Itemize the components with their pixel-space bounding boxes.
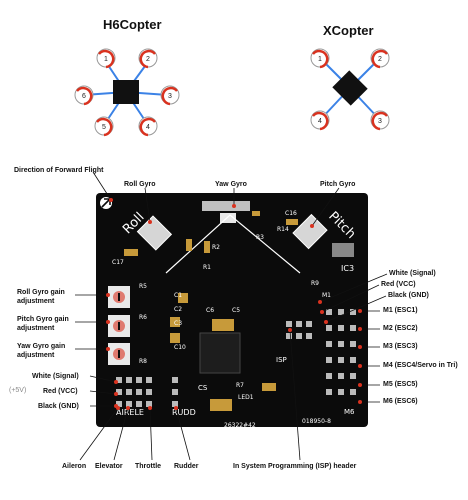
board-m1-text: M1 bbox=[322, 292, 331, 299]
left-white-label: White (Signal) bbox=[32, 373, 79, 380]
board-r14-text: R14 bbox=[277, 226, 289, 233]
h6-motor-2: 2 bbox=[146, 56, 150, 63]
board-code1-text: 26322#42 bbox=[224, 422, 256, 429]
board-r9-text: R9 bbox=[311, 280, 319, 287]
board-aileron-text: AIRELE bbox=[116, 408, 144, 417]
board-c1-text: C1 bbox=[174, 292, 183, 299]
board-ic3-text: IC3 bbox=[341, 264, 355, 273]
throttle-label: Throttle bbox=[135, 463, 162, 470]
roll-gyro-label: Roll Gyro bbox=[124, 181, 156, 188]
board-rudder-text: RUDD bbox=[172, 408, 196, 417]
h6copter-title: H6Copter bbox=[103, 17, 162, 32]
board-isp-text: ISP bbox=[276, 356, 287, 364]
board-c10-text: C10 bbox=[174, 344, 186, 351]
xcopter-diagram: 1 2 3 4 bbox=[310, 48, 390, 131]
board-r5-text: R5 bbox=[139, 283, 147, 290]
board-cs-text: CS bbox=[198, 384, 208, 392]
board-c3-text: C3 bbox=[174, 320, 183, 327]
h6-motor-6: 6 bbox=[82, 93, 86, 100]
h6-motor-5: 5 bbox=[102, 124, 106, 131]
board-r3-text: R3 bbox=[256, 234, 264, 241]
board-c16-text: C16 bbox=[285, 210, 297, 217]
right-red-label: Red (VCC) bbox=[381, 281, 416, 288]
xcopter-title: XCopter bbox=[323, 23, 374, 38]
board-r2-text: R2 bbox=[212, 244, 220, 251]
board-led1-text: LED1 bbox=[238, 394, 254, 401]
rudder-label: Rudder bbox=[174, 463, 199, 470]
h6copter-diagram: 1 2 3 4 5 6 bbox=[74, 48, 180, 137]
roll-gain-label-2: adjustment bbox=[17, 298, 55, 305]
x-motor-1: 1 bbox=[318, 56, 322, 63]
roll-gain-label-1: Roll Gyro gain bbox=[17, 289, 65, 296]
board-components bbox=[100, 197, 356, 411]
m2-label: M2 (ESC2) bbox=[383, 325, 418, 332]
board-c17-text: C17 bbox=[112, 259, 124, 266]
board-r8-text: R8 bbox=[139, 358, 147, 365]
aileron-label: Aileron bbox=[62, 463, 87, 470]
right-black-label: Black (GND) bbox=[388, 292, 429, 299]
plus5v-label: (+5V) bbox=[9, 387, 27, 394]
isp-header-label: In System Programming (ISP) header bbox=[233, 463, 357, 470]
m6-label: M6 (ESC6) bbox=[383, 398, 418, 405]
x-motor-3: 3 bbox=[378, 118, 382, 125]
m3-label: M3 (ESC3) bbox=[383, 343, 418, 350]
pitch-gain-label-1: Pitch Gyro gain bbox=[17, 316, 69, 323]
left-black-label: Black (GND) bbox=[38, 403, 79, 410]
h6-motor-4: 4 bbox=[146, 124, 150, 131]
m1-label: M1 (ESC1) bbox=[383, 307, 418, 314]
board-c5-text: C5 bbox=[232, 307, 241, 314]
yaw-gyro-label: Yaw Gyro bbox=[215, 181, 247, 188]
board-c6-text: C6 bbox=[206, 307, 215, 314]
pitch-gain-label-2: adjustment bbox=[17, 325, 55, 332]
board-r7-text: R7 bbox=[236, 382, 244, 389]
board-code2-text: 018950-8 bbox=[302, 418, 331, 425]
board-r1-text: R1 bbox=[203, 264, 211, 271]
board-c2-text: C2 bbox=[174, 306, 183, 313]
x-motor-2: 2 bbox=[378, 56, 382, 63]
m5-label: M5 (ESC5) bbox=[383, 381, 418, 388]
h6-motor-3: 3 bbox=[168, 93, 172, 100]
forward-flight-label: Direction of Forward Flight bbox=[14, 167, 104, 174]
yaw-gain-label-1: Yaw Gyro gain bbox=[17, 343, 66, 350]
board-r6-text: R6 bbox=[139, 314, 147, 321]
x-motor-4: 4 bbox=[318, 118, 322, 125]
yaw-gain-label-2: adjustment bbox=[17, 352, 55, 359]
elevator-label: Elevator bbox=[95, 463, 123, 470]
h6-motor-1: 1 bbox=[104, 56, 108, 63]
left-red-label: Red (VCC) bbox=[43, 388, 78, 395]
board-m6-text: M6 bbox=[344, 408, 355, 416]
pitch-gyro-label: Pitch Gyro bbox=[320, 181, 356, 188]
right-white-label: White (Signal) bbox=[389, 270, 436, 277]
m4-label: M4 (ESC4/Servo in Tri) bbox=[383, 362, 458, 369]
